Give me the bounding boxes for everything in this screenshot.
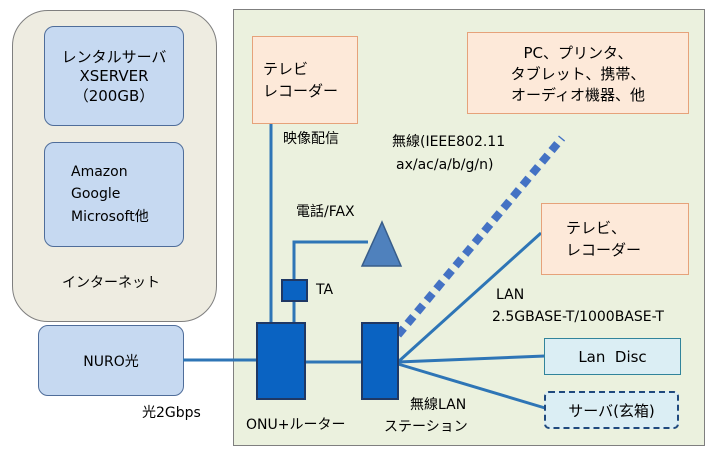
station-tv-link-overlay [396,231,543,364]
rental-server-line1: レンタルサーバ [61,48,167,66]
wireless-station-line1: 無線LAN [410,397,467,413]
server-label: サーバ(玄箱) [568,401,655,420]
wireless-spec-line1: 無線(IEEE802.11 [392,134,506,150]
rental-server-line2: XSERVER [79,67,149,85]
tv-top-line1: テレビ [263,59,309,78]
cloud-line2: Google [71,186,121,203]
station-landisc-link-overlay [397,354,546,364]
pc-line1: PC、プリンタ、 [523,43,633,62]
wireless-lan-station-device[interactable] [361,322,399,400]
lan-disc-label: Lan Disc [578,347,647,366]
ta-label: TA [316,282,334,298]
phone-fax-triangle [360,220,403,267]
wireless-dotted-line-overlay [394,135,566,338]
tv-right-line1: テレビ、 [566,218,627,237]
tv-recorder-top-box[interactable]: テレビ レコーダー [252,36,358,124]
wireless-station-line2: ステーション [384,419,468,435]
ta-device[interactable] [281,279,308,302]
ta-phone-link-overlay [292,240,368,279]
internet-label: インターネット [62,275,160,291]
rental-server-line3: （200GB） [73,87,155,105]
lan-disc-box[interactable]: Lan Disc [544,338,681,375]
phone-fax-label: 電話/FAX [296,204,355,220]
nuro-label: NURO光 [83,353,139,370]
wireless-spec-line2: ax/ac/a/b/g/n) [396,157,494,173]
cloud-line1: Amazon [71,163,128,180]
tv-top-line2: レコーダー [263,82,339,100]
pc-line3: オーディオ機器、他 [511,85,645,104]
tv-right-line2: レコーダー [566,241,642,259]
video-label: 映像配信 [283,131,339,147]
speed-label: 光2Gbps [142,405,201,421]
rental-server-box[interactable]: レンタルサーバ XSERVER （200GB） [44,26,184,126]
lan-label-line1: LAN [496,287,525,303]
tv-recorder-right-box[interactable]: テレビ、 レコーダー [541,203,689,275]
server-box[interactable]: サーバ(玄箱) [544,391,679,429]
onu-router-device[interactable] [256,322,306,400]
lan-label-line2: 2.5GBASE-T/1000BASE-T [492,309,664,325]
cloud-services-box[interactable]: Amazon Google Microsoft他 [44,142,184,247]
cloud-line3: Microsoft他 [71,208,149,225]
pc-line2: タブレット、携帯、 [510,64,646,83]
onu-router-label: ONU+ルーター [246,417,346,433]
pc-devices-box[interactable]: PC、プリンタ、 タブレット、携帯、 オーディオ機器、他 [467,32,689,114]
station-server-link-overlay [397,362,546,410]
